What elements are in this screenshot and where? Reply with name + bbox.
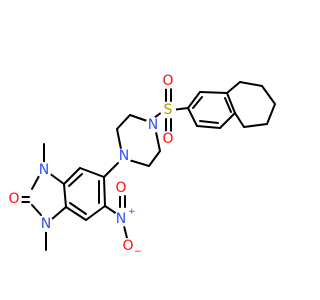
bond — [148, 150, 161, 167]
atom-n-piperazine-sulfonyl: N — [148, 117, 158, 133]
bond — [48, 172, 65, 185]
atom-n3: N — [41, 216, 51, 232]
bond — [104, 205, 118, 215]
bond — [31, 175, 40, 190]
bond — [196, 125, 221, 129]
bond — [31, 204, 42, 216]
atom-o-carbonyl: O — [8, 191, 19, 207]
bond — [128, 159, 150, 167]
atom-labels: N N O N N S O O N + O O − — [6, 73, 176, 257]
bond — [243, 123, 268, 128]
atom-o-sulfonyl-bottom: O — [162, 131, 173, 147]
bonds — [21, 81, 276, 251]
atom-o-nitro-double: O — [115, 180, 126, 196]
bond — [51, 206, 67, 220]
atom-n-nitro: N — [116, 211, 126, 227]
bond — [123, 225, 128, 239]
bond — [224, 97, 232, 113]
bond — [63, 183, 67, 208]
structure-svg: N N O N N S O O N + O O − — [6, 73, 276, 257]
bond — [116, 128, 122, 150]
atom-o-nitro-single: O — [122, 238, 133, 254]
bond — [234, 112, 245, 128]
bond — [266, 103, 276, 125]
bond — [226, 92, 236, 114]
bond — [199, 120, 219, 124]
bond — [192, 96, 203, 109]
bond — [219, 112, 236, 129]
atom-n-piperazine-aryl: N — [119, 148, 129, 164]
bond — [261, 85, 276, 105]
bond — [68, 173, 83, 187]
atom-o-sulfonyl-top: O — [162, 73, 173, 89]
charge-plus: + — [128, 207, 136, 217]
bond — [116, 114, 131, 130]
bond — [65, 206, 87, 221]
bond — [199, 91, 228, 94]
atom-n1: N — [39, 162, 49, 178]
molecule-diagram: N N O N N S O O N + O O − — [6, 73, 276, 257]
bond — [239, 81, 263, 87]
bond — [85, 205, 106, 221]
bond — [63, 167, 81, 185]
atom-sulfur: S — [164, 102, 173, 118]
bond — [187, 107, 198, 127]
bond — [103, 162, 119, 178]
bond — [155, 131, 161, 152]
bond — [187, 91, 201, 109]
bond — [226, 81, 241, 94]
charge-minus: − — [134, 247, 142, 257]
bond — [79, 167, 105, 178]
bond — [103, 176, 106, 207]
bond — [69, 202, 87, 215]
